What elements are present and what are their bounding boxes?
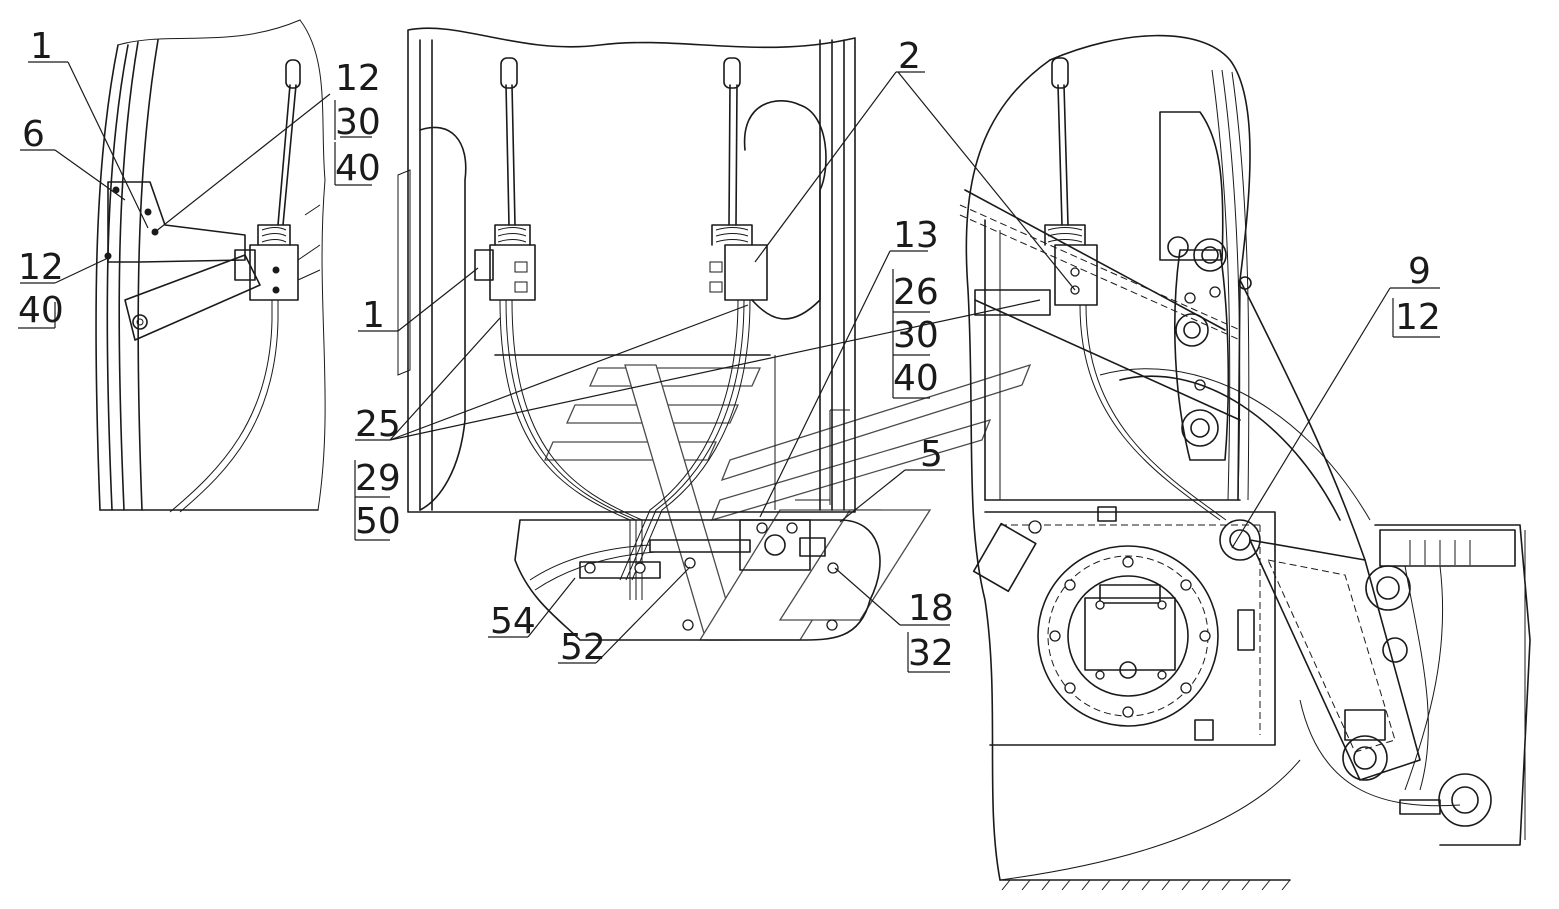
callout-stack-right-view-2: 12: [1395, 297, 1441, 338]
callout-item-52: 52: [560, 627, 606, 668]
callout-stack-top-1: 12: [335, 58, 381, 99]
callout-stack-top-2: 30: [335, 102, 381, 143]
left-view: [95, 19, 326, 513]
callout-stack-left-1: 12: [18, 247, 64, 288]
callout-stack-left-2: 40: [18, 290, 64, 331]
callout-labels: 1 6 12 30 40 12 40 1 2 13 26 30 40 25 29…: [18, 26, 1441, 674]
watermark-logo: [543, 363, 1032, 641]
callout-stack-right-3: 30: [893, 315, 939, 356]
callout-item-1-left: 1: [30, 26, 53, 67]
callout-stack-left-mid-3: 50: [355, 501, 401, 542]
callout-stack-top-3: 40: [335, 148, 381, 189]
leader-lines: [18, 61, 1440, 673]
callout-item-1-middle: 1: [362, 295, 385, 336]
callout-item-6: 6: [22, 114, 45, 155]
callout-item-54: 54: [490, 601, 536, 642]
callout-stack-left-mid-2: 29: [355, 458, 401, 499]
callout-item-5: 5: [920, 434, 943, 475]
callout-stack-bottom-1: 18: [908, 588, 954, 629]
callout-stack-right-view-1: 9: [1408, 251, 1431, 292]
right-view: [959, 34, 1531, 891]
callout-stack-right-1: 13: [893, 215, 939, 256]
callout-stack-right-4: 40: [893, 358, 939, 399]
callout-item-2: 2: [898, 36, 921, 77]
callout-stack-left-mid-1: 25: [355, 404, 401, 445]
callout-stack-right-2: 26: [893, 272, 939, 313]
middle-view: [397, 27, 881, 641]
callout-stack-bottom-2: 32: [908, 633, 954, 674]
